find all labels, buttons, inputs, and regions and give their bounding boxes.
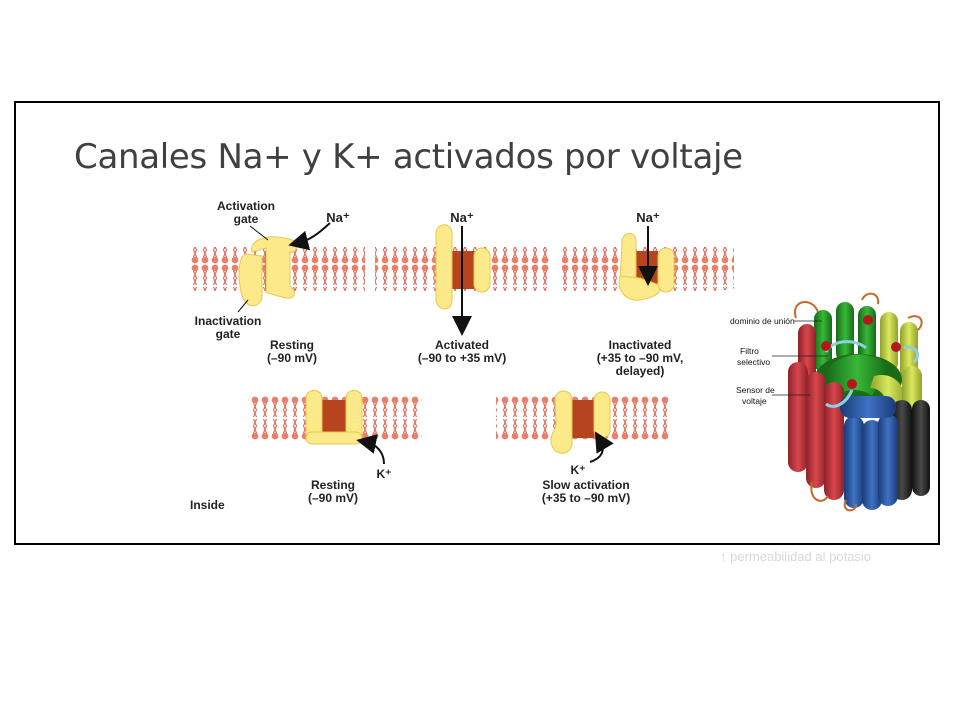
k-efflux-arrow [589,431,614,463]
channel-pore [572,400,594,438]
ion-sphere [863,315,873,325]
ion-sphere [891,342,901,352]
inactivation-gate [238,253,263,307]
k-gate-left [550,390,573,454]
state-label: Inactivated [609,338,672,352]
na-resting-panel: Activation gate Na⁺ Inactivation gate Re… [190,199,365,365]
sensor-label: Sensor de [736,385,775,395]
inactivation-gate-pointer [237,299,249,313]
activation-gate [251,236,297,299]
sensor-label: voltaje [742,396,767,406]
binding-domain-label: dominio de unión [730,316,795,326]
activation-gate-label: gate [234,212,259,226]
k-gate-closed [305,431,363,445]
k-gate-right [345,390,363,439]
ion-label: Na⁺ [636,210,660,225]
k-gate-left [305,390,323,439]
k-gate-right [593,391,611,439]
na-inactivated-panel: Na⁺ Inactivated (+35 to –90 mV, delayed) [562,210,734,378]
inactivation-gate [473,247,491,293]
activation-gate [435,224,453,310]
ion-label: K⁺ [571,463,586,477]
state-label: Slow activation [542,478,629,492]
inactivation-gate-label: gate [216,327,241,341]
inactivation-gate-label: Inactivation [195,314,262,328]
na-activated-panel: Na⁺ Activated (–90 to +35 mV) [375,210,550,365]
activation-gate-pointer [249,225,269,241]
faint-caption: ↑ permeabilidad al potasio [720,549,872,564]
gate-right [657,247,675,293]
ion-label: K⁺ [377,467,392,481]
ion-sphere [847,379,857,389]
filter-label: selectivo [737,357,770,367]
voltage-label: (+35 to –90 mV) [542,491,630,505]
activation-gate-label: Activation [217,199,275,213]
k-resting-panel: K⁺ Resting (–90 mV) [248,390,422,505]
k-slow-activation-panel: K⁺ Slow activation (+35 to –90 mV) [496,390,668,505]
slide-title: Canales Na+ y K+ activados por voltaje [74,137,743,177]
ion-label: Na⁺ [450,210,474,225]
na-influx-arrow [288,222,331,251]
ion-sphere [821,341,831,351]
state-label: Activated [435,338,489,352]
voltage-label: (+35 to –90 mV, [597,351,684,365]
filter-label: Filtro [740,346,759,356]
voltage-label: (–90 mV) [267,351,317,365]
state-label: Resting [311,478,355,492]
voltage-label: (–90 mV) [308,491,358,505]
voltage-label-cont: delayed) [616,364,665,378]
ion-label: Na⁺ [326,210,350,225]
k-efflux-arrow [356,434,385,465]
k-channel-3d-structure: dominio de unión Filtro selectivo Sensor… [724,290,938,515]
voltage-label: (–90 to +35 mV) [418,351,506,365]
inside-label: Inside [190,498,225,512]
state-label: Resting [270,338,314,352]
